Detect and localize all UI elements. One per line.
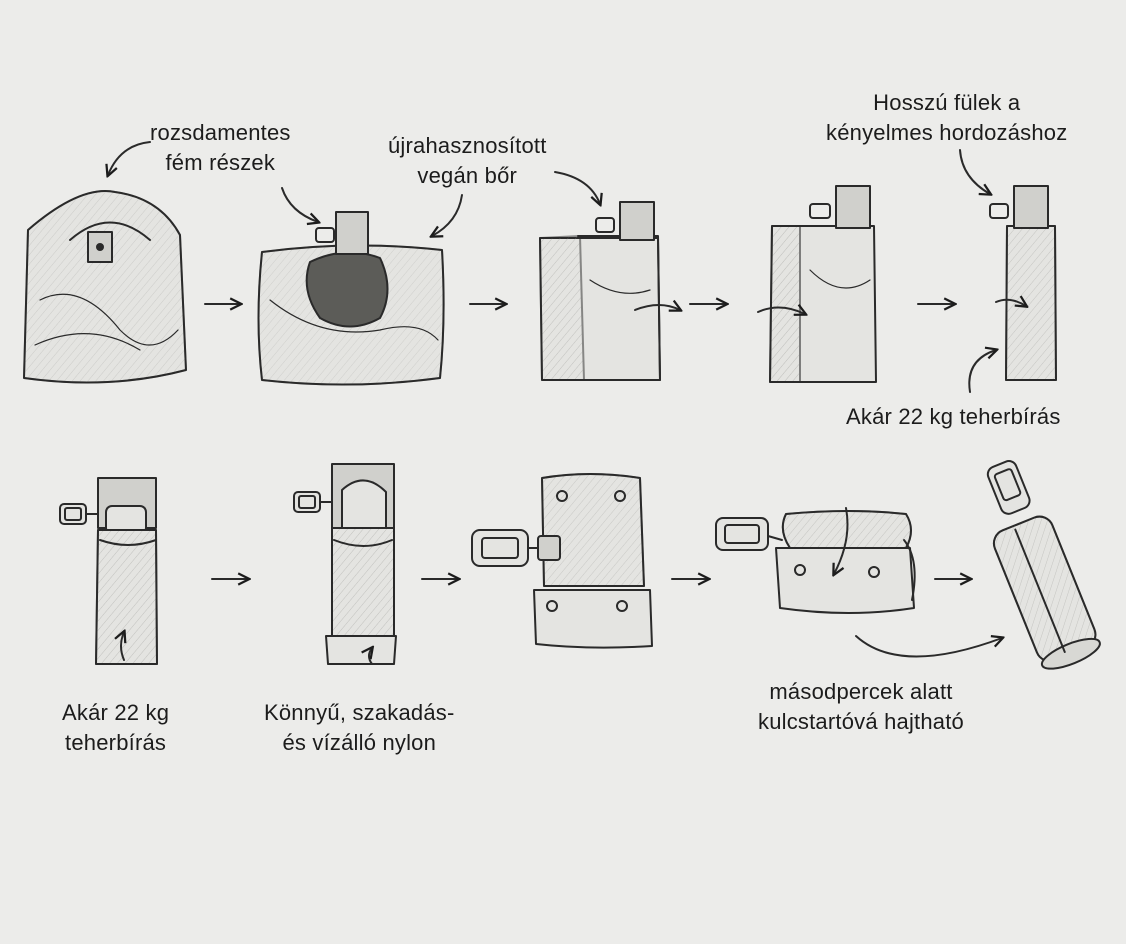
pouch-rolled-illustration (715, 510, 916, 614)
keychain-roll-illustration (986, 460, 1101, 670)
folded-third-illustration (769, 185, 877, 383)
label-nylon: Könnyű, szakadás- és vízálló nylon (264, 700, 455, 755)
curved-arrow-icon (959, 149, 990, 194)
curved-arrow-icon (855, 635, 1002, 658)
label-load-bottom: Akár 22 kg teherbírás (62, 700, 170, 755)
strip-rolling-illustration (293, 463, 397, 665)
rotate-icon (634, 305, 680, 310)
folded-half-illustration (539, 201, 661, 381)
folded-strip-illustration (989, 185, 1057, 381)
label-load-top: Akár 22 kg teherbírás (846, 404, 1061, 429)
curved-arrow-icon (281, 187, 318, 222)
open-bag-illustration (23, 190, 187, 384)
curved-arrow-icon (108, 141, 151, 175)
curved-arrow-icon (968, 350, 996, 393)
strip-with-clip-illustration (59, 477, 158, 665)
rotate-icon (834, 507, 849, 574)
label-long-handles: Hosszú fülek a kényelmes hordozáshoz (826, 90, 1068, 145)
label-metal-parts: rozsdamentes fém részek (150, 120, 291, 175)
pouch-open-illustration (471, 473, 653, 649)
label-vegan-leather: újrahasznosított vegán bőr (388, 133, 547, 188)
curved-arrow-icon (554, 171, 600, 204)
curved-arrow-icon (121, 632, 124, 661)
rotate-icon (757, 307, 805, 314)
rotate-icon (369, 648, 372, 665)
curved-arrow-icon (432, 194, 463, 236)
rotate-icon (995, 300, 1026, 306)
label-keychain: másodpercek alatt kulcstartóvá hajtható (758, 679, 964, 734)
flattened-bag-illustration (257, 211, 445, 386)
